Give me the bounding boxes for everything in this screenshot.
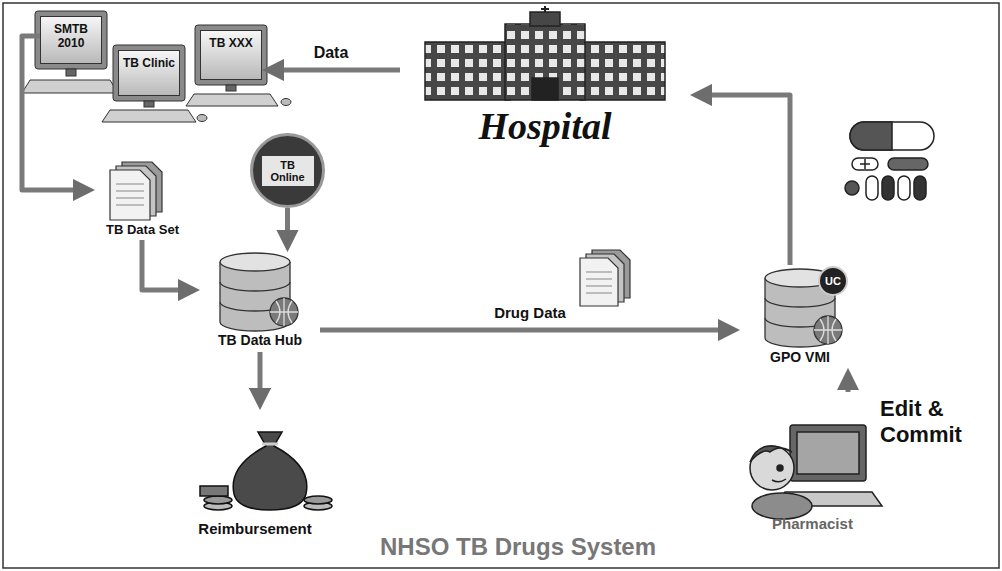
data-set-document [110, 170, 150, 220]
hospital-building [532, 78, 558, 100]
computer-icons [22, 11, 291, 122]
data-hub-database [220, 253, 298, 331]
drug-pills [860, 159, 870, 169]
pharmacist-figure [750, 446, 792, 462]
money-bag [204, 496, 232, 504]
hospital-node: Hospital [400, 8, 690, 148]
hospital-building [425, 6, 665, 100]
pharmacist-figure [772, 479, 786, 482]
computer-icons [66, 69, 76, 76]
gpo-database [814, 316, 842, 344]
hospital-building [530, 12, 560, 26]
hospital-building [580, 42, 665, 100]
node-text: GPO VMI [740, 349, 860, 365]
node-text: TB Online [262, 156, 314, 186]
pharmacist-figure [777, 465, 783, 471]
drug-pills [852, 158, 878, 170]
node-text: TB Data Set [95, 222, 190, 237]
hospital-building [541, 6, 549, 12]
node-text: TB XXX [201, 31, 261, 51]
drug-pills [914, 176, 926, 200]
pharmacist-figure [797, 432, 859, 474]
drug-data-document [580, 258, 618, 306]
frame-border [3, 3, 999, 568]
computer-screen: TB XXX [200, 30, 262, 80]
money-bag [304, 496, 332, 504]
data-set-document [110, 162, 162, 220]
diagram-title: NHSO TB Drugs System [380, 533, 656, 561]
hospital-building [505, 24, 585, 100]
data-set-document [116, 184, 144, 205]
node-text: Hospital [400, 104, 690, 148]
money-bag [262, 443, 278, 446]
flow-arrow [846, 378, 851, 392]
pharmacist-node: Edit & CommitPharmacist [740, 392, 990, 542]
computer-icons [197, 115, 207, 122]
flow-arrow [142, 240, 190, 290]
data-set-node: TB Data Set [95, 158, 190, 240]
pharmacist-figure [750, 425, 882, 519]
database-node: TB Data Hub [200, 252, 320, 352]
flow-arrow [700, 95, 790, 265]
flow-arrow [272, 68, 400, 73]
uc-badge: UC [818, 266, 848, 296]
money-bag [200, 486, 228, 496]
computer-icons [281, 99, 291, 106]
drug-pills [845, 122, 934, 200]
hospital-building [425, 42, 510, 100]
drug-pills [850, 122, 934, 150]
drug-pills [882, 176, 894, 200]
node-text: TB Clinic [119, 51, 179, 71]
edge-label: Drug Data [491, 304, 569, 321]
node-text: SMTB 2010 [41, 17, 101, 51]
edge-label: Data [311, 44, 352, 62]
flow-arrow [258, 352, 263, 400]
pharmacist-figure [750, 446, 794, 490]
computer-icons [113, 45, 185, 101]
computer-icons [226, 85, 236, 91]
computer-icons [35, 11, 107, 69]
flow-arrow [285, 208, 290, 242]
computer-icons [144, 101, 154, 107]
computer-screen: TB Clinic [118, 50, 180, 96]
drug-pills [898, 176, 910, 200]
data-hub-database [270, 298, 298, 326]
computer-icons [186, 94, 278, 106]
online-terminal: TB Online [250, 133, 325, 208]
gpo-database [814, 316, 842, 344]
drug-pills [866, 176, 878, 200]
node-text: Reimbursement [180, 520, 330, 537]
flow-arrow [320, 328, 730, 333]
computer-icons [102, 110, 196, 122]
pharmacist-figure [790, 425, 866, 481]
money-bag [200, 432, 332, 510]
drug-pills [888, 158, 928, 170]
money-bag [233, 432, 307, 510]
drug-pills [845, 181, 859, 195]
data-hub-database [220, 253, 290, 271]
computer-icons [22, 80, 118, 93]
computer-screen: SMTB 2010 [40, 16, 102, 64]
database-node: GPO VMI UC [740, 265, 860, 368]
node-text: Pharmacist [772, 515, 990, 532]
node-text: TB Data Hub [200, 332, 320, 348]
data-hub-database [270, 298, 298, 326]
computer-icons [195, 25, 267, 85]
node-text: UC [820, 268, 846, 294]
reimbursement-node: Reimbursement [180, 410, 330, 550]
drug-data-document [586, 272, 612, 293]
drug-data-document [580, 250, 630, 306]
drug-pills [850, 122, 892, 150]
node-text: Edit & Commit [880, 396, 988, 449]
